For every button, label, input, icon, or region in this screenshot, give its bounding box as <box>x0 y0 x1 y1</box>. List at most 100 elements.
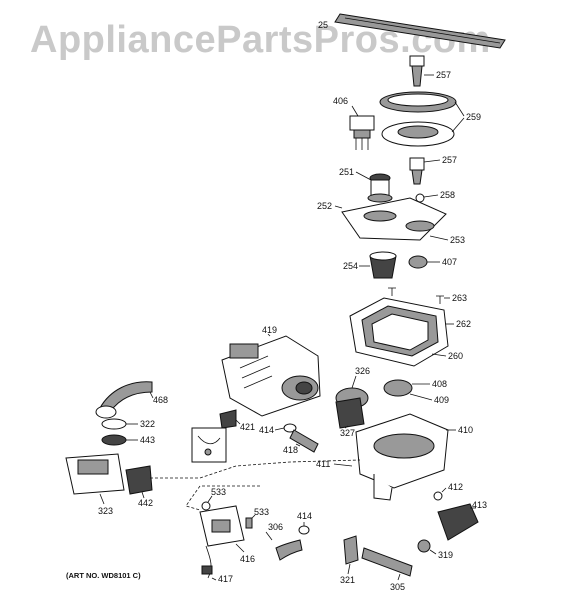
wire-connector-533[interactable] <box>201 501 211 511</box>
callout-305: 305 <box>390 582 405 592</box>
callout-323: 323 <box>98 506 113 516</box>
leader-257b <box>423 159 441 163</box>
inlet-hose[interactable] <box>95 381 153 419</box>
callout-421: 421 <box>240 422 255 432</box>
wiring-dashed-line <box>150 459 361 479</box>
drain-pump[interactable] <box>65 453 125 495</box>
check-valve-spring[interactable] <box>367 173 393 203</box>
coarse-filter-disc[interactable] <box>381 121 455 147</box>
leader-259a <box>454 101 465 117</box>
sump-housing[interactable] <box>355 413 449 501</box>
callout-533a: 533 <box>211 487 226 497</box>
leader-406 <box>351 105 359 117</box>
drain-pump-hose[interactable] <box>125 465 153 495</box>
callout-257b: 257 <box>442 155 457 165</box>
callout-533b: 533 <box>254 507 269 517</box>
water-valve-bracket[interactable] <box>199 505 245 547</box>
drain-hose[interactable] <box>289 429 319 453</box>
callout-442: 442 <box>138 498 153 508</box>
seal-ring[interactable] <box>101 434 127 446</box>
leader-409 <box>409 393 433 401</box>
callout-327: 327 <box>340 428 355 438</box>
drain-valve-body[interactable] <box>437 503 479 541</box>
leader-259b <box>451 117 465 133</box>
watermark: AppliancePartsPros.com <box>30 19 491 61</box>
leader-251 <box>355 171 372 181</box>
callout-319: 319 <box>438 550 453 560</box>
callout-260: 260 <box>448 351 463 361</box>
leader-419 <box>267 333 271 337</box>
wire-connector-533b[interactable] <box>245 517 253 529</box>
callout-262: 262 <box>456 319 471 329</box>
callout-257a: 257 <box>436 70 451 80</box>
callout-25: 25 <box>318 20 328 30</box>
impeller-filter[interactable] <box>335 397 365 429</box>
inlet-hose-306[interactable] <box>275 539 303 561</box>
callout-468: 468 <box>153 395 168 405</box>
leader-253 <box>429 235 449 241</box>
callout-416: 416 <box>240 554 255 564</box>
callout-410: 410 <box>458 425 473 435</box>
art-number: (ART NO. WD8101 C) <box>66 571 141 580</box>
callout-407: 407 <box>442 257 457 267</box>
leader-418 <box>295 443 301 447</box>
callout-259: 259 <box>466 112 481 122</box>
callout-322: 322 <box>140 419 155 429</box>
wash-arm-connector[interactable] <box>349 115 375 150</box>
drain-cap[interactable] <box>408 255 428 269</box>
leader-414a <box>274 427 285 431</box>
callout-414b: 414 <box>297 511 312 521</box>
callout-417: 417 <box>218 574 233 584</box>
sump-gasket-ring[interactable] <box>349 297 449 367</box>
spray-nozzle-lower[interactable] <box>409 157 425 185</box>
filter-plate[interactable] <box>341 197 447 241</box>
drain-hose-305[interactable] <box>361 547 413 577</box>
drain-hose-321[interactable] <box>343 535 359 565</box>
wiring-dashed-line-2 <box>185 485 260 511</box>
leader-319 <box>429 549 437 555</box>
callout-258: 258 <box>440 190 455 200</box>
callout-413: 413 <box>472 500 487 510</box>
motor-mount[interactable] <box>219 409 237 429</box>
leader-411 <box>333 463 353 467</box>
callout-411: 411 <box>316 459 330 469</box>
pump-motor-assembly[interactable] <box>221 335 321 417</box>
mesh-filter-cup[interactable] <box>369 251 397 279</box>
leader-305 <box>397 573 401 581</box>
leader-260 <box>431 353 447 357</box>
leader-252 <box>334 205 343 209</box>
wire-harness[interactable] <box>201 545 213 579</box>
fine-filter-disc[interactable] <box>379 91 457 113</box>
leader-323 <box>99 493 105 505</box>
detail-inset-box <box>191 427 227 463</box>
leader-326 <box>351 375 357 389</box>
callout-443: 443 <box>140 435 155 445</box>
mounting-screw[interactable] <box>388 287 444 304</box>
hose-fitting-319[interactable] <box>417 539 431 553</box>
callout-414a: 414 <box>259 425 274 435</box>
hose-clamp[interactable] <box>101 418 127 430</box>
callout-263: 263 <box>452 293 467 303</box>
leader-321 <box>347 563 351 575</box>
callout-253: 253 <box>450 235 465 245</box>
callout-419: 419 <box>262 325 277 335</box>
leader-417 <box>211 577 217 581</box>
callout-412: 412 <box>448 482 463 492</box>
callout-406: 406 <box>333 96 348 106</box>
leader-416 <box>235 543 245 553</box>
callout-252: 252 <box>317 201 332 211</box>
upper-spray-arm[interactable] <box>334 13 506 49</box>
temperature-sensor[interactable] <box>433 491 443 501</box>
spray-nozzle-upper[interactable] <box>409 55 425 87</box>
leader-306 <box>265 531 273 541</box>
leader-533a <box>207 495 213 503</box>
impeller-seal[interactable] <box>383 379 413 397</box>
leader-421 <box>235 419 241 425</box>
leader-468 <box>149 391 154 399</box>
callout-254: 254 <box>343 261 358 271</box>
hose-clamp-414b[interactable] <box>298 525 310 535</box>
callout-251: 251 <box>339 167 354 177</box>
leader-412 <box>441 487 447 493</box>
